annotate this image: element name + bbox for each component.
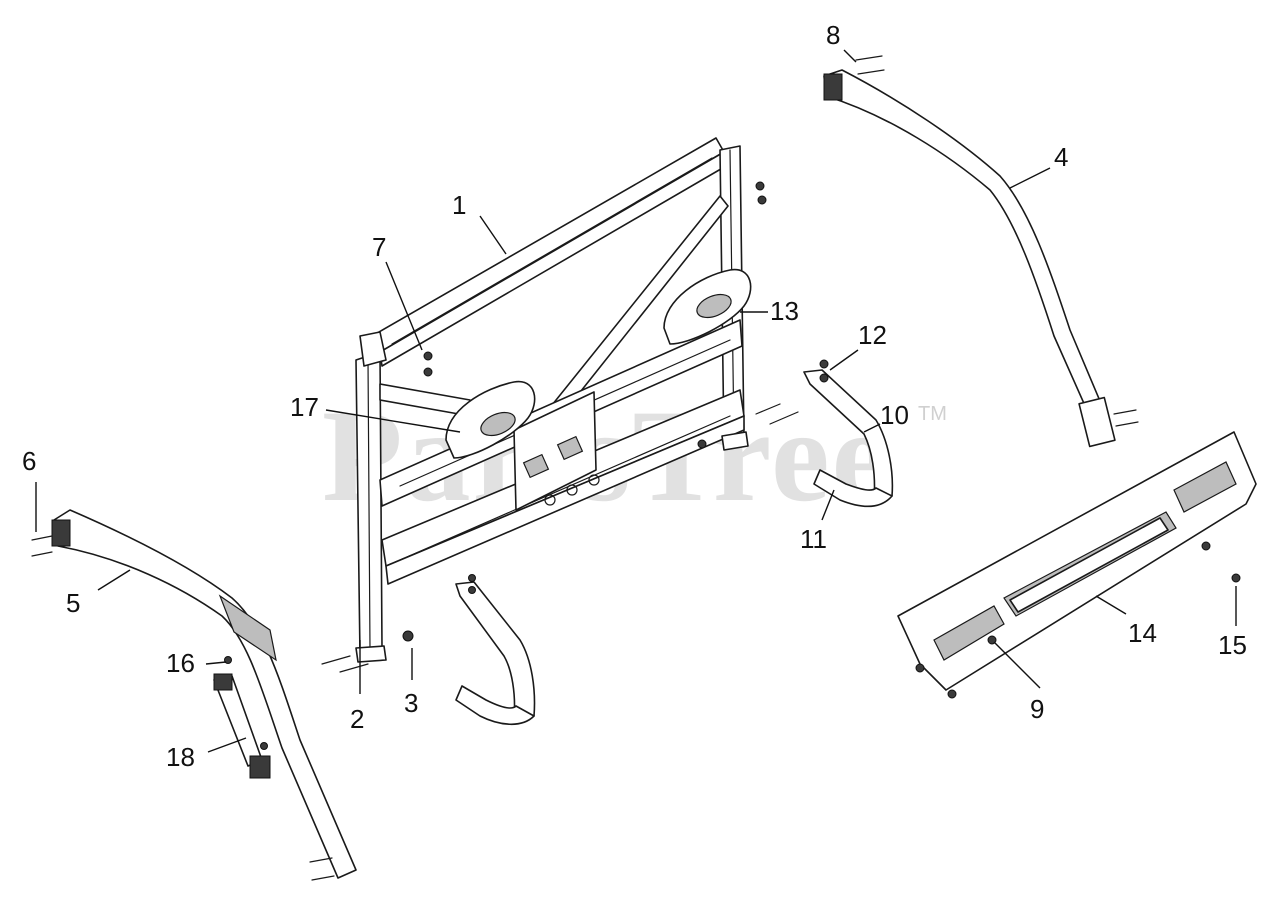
callout-9: 9 <box>1030 694 1044 724</box>
callout-16: 16 <box>166 648 195 678</box>
watermark-trademark: TM <box>918 403 947 425</box>
nut-icon <box>468 574 476 582</box>
callout-14: 14 <box>1128 618 1157 648</box>
nut-icon <box>224 656 232 664</box>
part-13-mount-pad[interactable] <box>663 268 752 345</box>
callout-11: 11 <box>800 524 827 554</box>
part-5-upper-tube[interactable] <box>51 509 357 879</box>
bolt-icon <box>855 55 883 61</box>
nut-icon <box>915 663 925 673</box>
nut-icon <box>423 351 433 361</box>
nut-icon <box>697 439 707 449</box>
callout-10: 10 <box>880 400 909 430</box>
part-10-grab-handle[interactable] <box>803 369 894 508</box>
bolt-icon <box>311 875 335 881</box>
callout-17: 17 <box>290 392 319 422</box>
part-18-link[interactable] <box>213 673 271 779</box>
nut-icon <box>468 586 476 594</box>
callout-1: 1 <box>452 190 466 220</box>
bolt-icon <box>755 403 781 415</box>
leader-lines <box>35 49 1237 753</box>
nut-icon <box>1231 573 1241 583</box>
callout-13: 13 <box>770 296 799 326</box>
callout-7: 7 <box>372 232 386 262</box>
part-4-upper-tube[interactable] <box>823 69 1116 448</box>
callout-12: 12 <box>858 320 887 350</box>
bolt-icon <box>769 411 799 425</box>
nut-icon <box>260 742 268 750</box>
fasteners <box>31 55 1241 881</box>
callout-15: 15 <box>1218 630 1247 660</box>
nut-icon <box>1201 541 1211 551</box>
callout-2: 2 <box>350 704 364 734</box>
bolt-icon <box>1113 409 1137 415</box>
nut-icon <box>423 367 433 377</box>
callout-8: 8 <box>826 20 840 50</box>
nut-icon <box>402 630 414 642</box>
nut-icon <box>819 373 829 383</box>
callout-3: 3 <box>404 688 418 718</box>
callout-6: 6 <box>22 446 36 476</box>
bolt-icon <box>31 535 53 541</box>
bolt-icon <box>31 551 53 557</box>
nut-icon <box>757 195 767 205</box>
bolt-icon <box>321 655 351 665</box>
bolt-icon <box>339 663 369 673</box>
lower-grab-handle[interactable] <box>455 581 536 726</box>
nut-icon <box>755 181 765 191</box>
bolt-icon <box>1115 421 1139 427</box>
callout-4: 4 <box>1054 142 1068 172</box>
nut-icon <box>819 359 829 369</box>
bolt-icon <box>309 857 333 863</box>
callout-18: 18 <box>166 742 195 772</box>
part-1-rear-frame[interactable] <box>355 137 749 663</box>
bolt-icon <box>857 69 885 75</box>
callout-5: 5 <box>66 588 80 618</box>
nut-icon <box>947 689 957 699</box>
part-14-rear-panel[interactable] <box>897 431 1257 691</box>
part-17-mount-pad[interactable] <box>445 380 536 459</box>
callouts: 1 2 3 4 5 6 7 8 9 10 11 12 13 14 15 16 1… <box>22 20 1247 772</box>
